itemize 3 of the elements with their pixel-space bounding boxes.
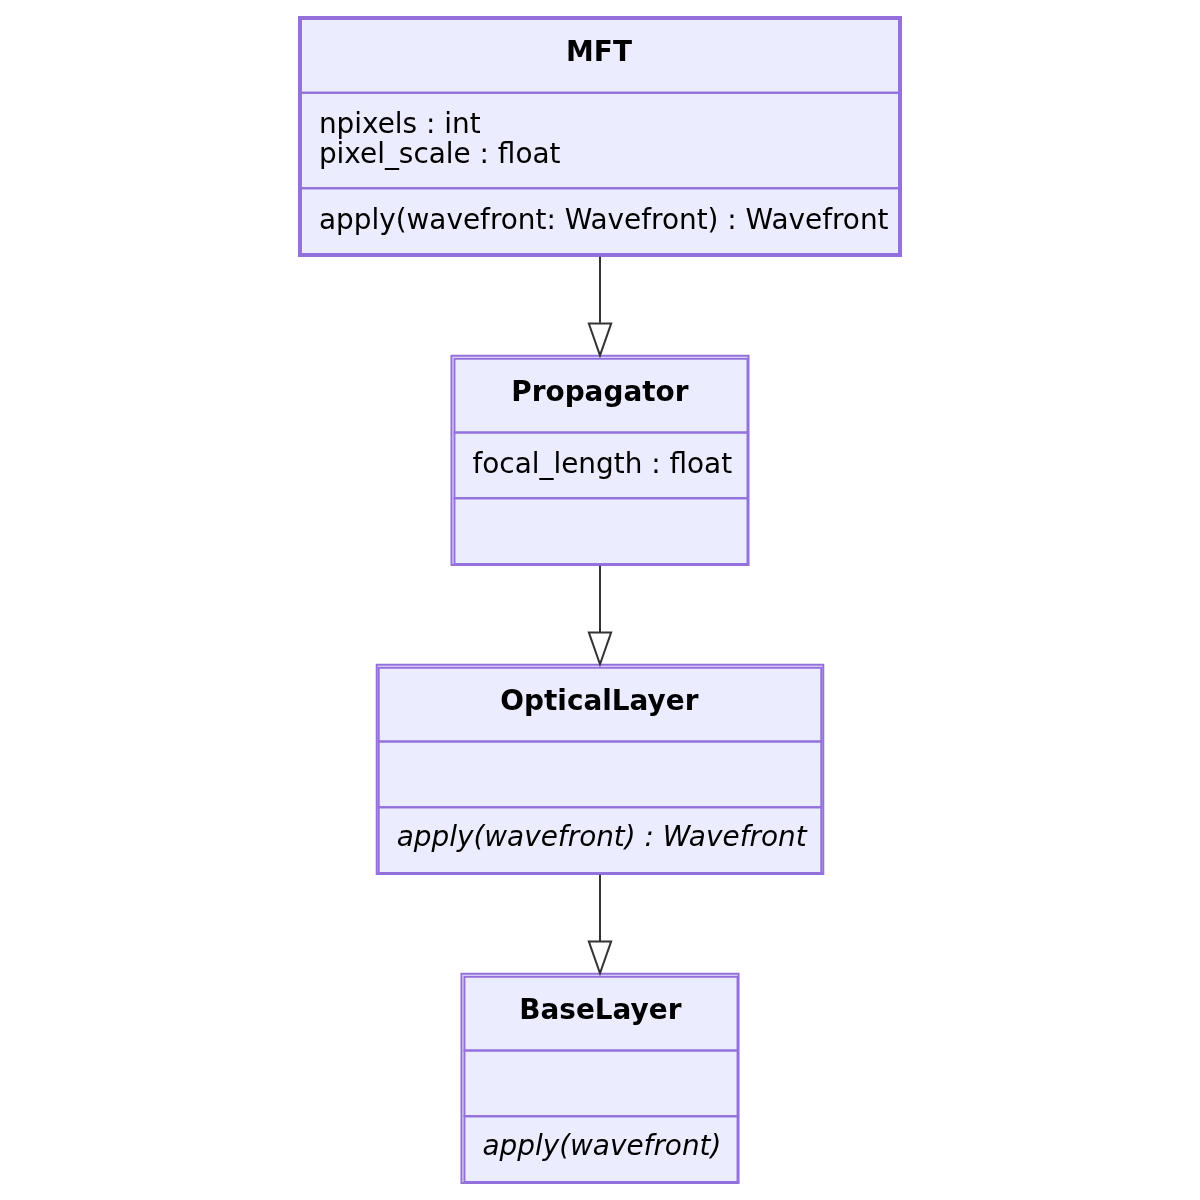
arrow — [587, 873, 613, 977]
arrow — [587, 255, 613, 359]
arrow — [587, 564, 613, 668]
